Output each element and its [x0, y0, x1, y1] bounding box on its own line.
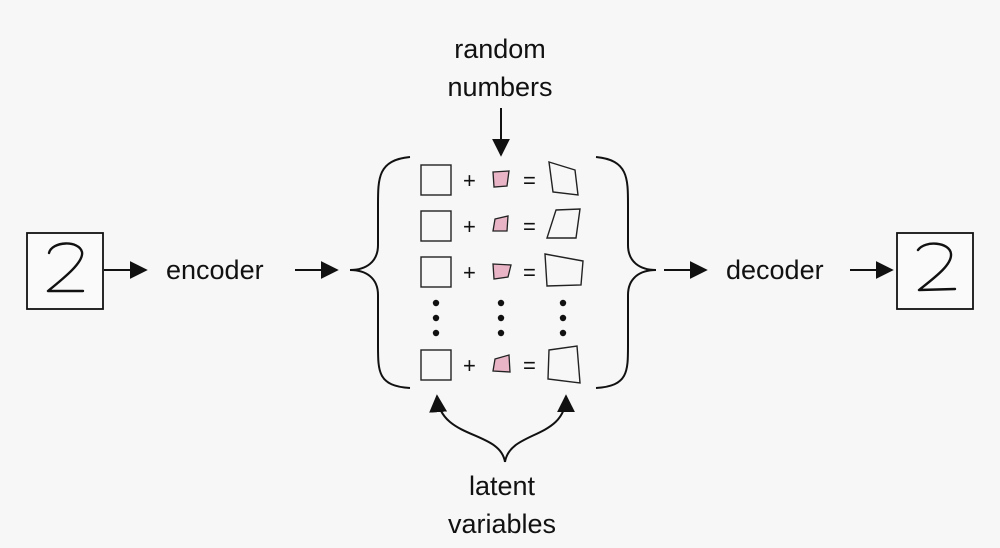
plus-sign: + — [463, 168, 476, 193]
random-shape — [492, 215, 509, 232]
latent-variables-label-line2: variables — [448, 509, 556, 539]
plus-sign: + — [463, 214, 476, 239]
mean-square — [420, 256, 452, 288]
left-brace — [349, 156, 411, 389]
arrow-latent-variables-right — [504, 394, 575, 463]
latent-shape — [544, 253, 584, 287]
latent-row-2: + = — [420, 253, 584, 288]
random-numbers-label-line2: numbers — [447, 72, 552, 102]
random-numbers-label-line1: random — [454, 34, 546, 64]
random-shape — [492, 354, 511, 373]
latent-shape — [547, 345, 581, 384]
arrow-latent-variables-left — [429, 394, 506, 463]
decoder-label: decoder — [726, 255, 824, 285]
latent-shape — [546, 208, 581, 239]
latent-variables-label-line1: latent — [469, 471, 536, 501]
latent-row-4: + = — [420, 345, 581, 384]
right-brace — [595, 156, 657, 389]
input-digit-box: 2 — [26, 232, 104, 310]
random-shape — [492, 263, 512, 280]
equals-sign: = — [523, 260, 536, 285]
output-digit-box: 2 — [896, 232, 974, 310]
equals-sign: = — [523, 353, 536, 378]
encoder-label: encoder — [166, 255, 264, 285]
plus-sign: + — [463, 260, 476, 285]
random-shape — [492, 170, 510, 188]
latent-shape — [548, 161, 579, 196]
latent-ellipsis-row — [432, 299, 567, 337]
latent-row-0: + = — [420, 161, 579, 196]
plus-sign: + — [463, 353, 476, 378]
equals-sign: = — [523, 214, 536, 239]
mean-square — [420, 164, 452, 196]
mean-square — [420, 349, 452, 381]
mean-square — [420, 210, 452, 242]
equals-sign: = — [523, 168, 536, 193]
latent-row-1: + = — [420, 208, 581, 242]
